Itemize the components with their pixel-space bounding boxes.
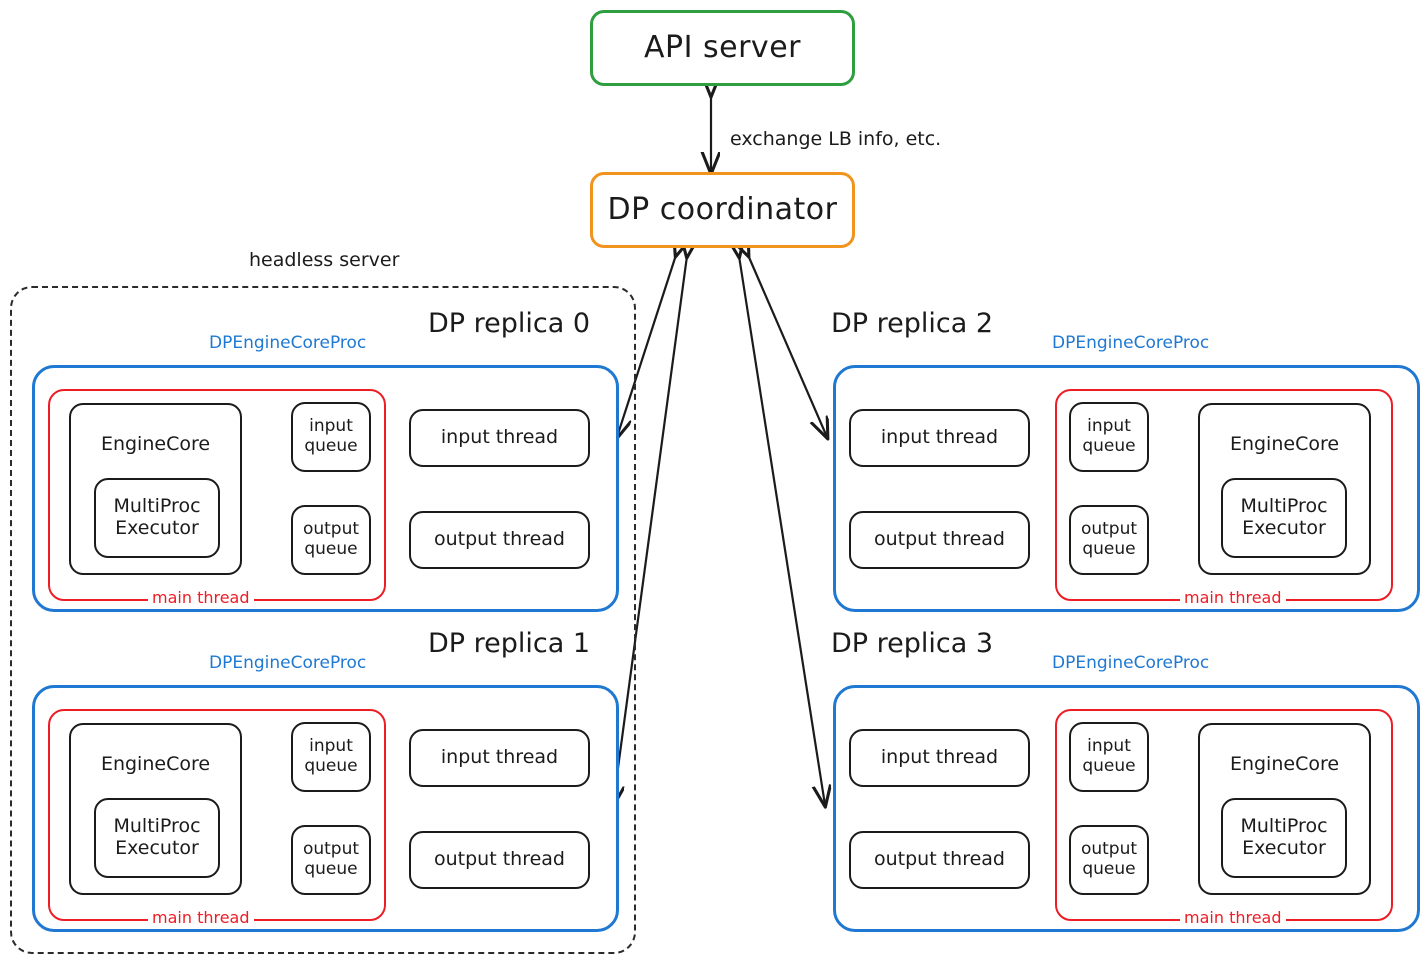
dp-replica-0-proc-label: DPEngineCoreProc xyxy=(209,333,367,353)
dp-replica-2-multiproc-executor-label: MultiProc Executor xyxy=(1240,495,1328,539)
dp-replica-0-input-queue-box[interactable]: input queue xyxy=(291,402,371,472)
dp-replica-1-input-thread-box[interactable]: input thread xyxy=(409,729,590,787)
dp-replica-3-main-thread-label: main thread xyxy=(1180,908,1286,927)
dp-replica-2-input-queue-label: input queue xyxy=(1082,416,1136,456)
dp-replica-3-multiproc-executor-label: MultiProc Executor xyxy=(1240,815,1328,859)
dp-replica-3-output-queue-label: output queue xyxy=(1080,839,1138,879)
dp-replica-1-input-queue-box[interactable]: input queue xyxy=(291,722,371,792)
headless-server-label: headless server xyxy=(249,249,400,271)
dp-replica-2-input-queue-box[interactable]: input queue xyxy=(1069,402,1149,472)
dp-replica-0-output-thread-label: output thread xyxy=(434,528,565,551)
dp-replica-0-input-thread-box[interactable]: input thread xyxy=(409,409,590,467)
dp-replica-3-input-queue-box[interactable]: input queue xyxy=(1069,722,1149,792)
dp-replica-0-input-queue-label: input queue xyxy=(304,416,358,456)
api-server-label: API server xyxy=(644,29,801,65)
dp-replica-3-input-thread-box[interactable]: input thread xyxy=(849,729,1030,787)
dp-replica-0-main-thread-label: main thread xyxy=(148,588,254,607)
dp-replica-1-output-thread-box[interactable]: output thread xyxy=(409,831,590,889)
dp-replica-2-output-queue-label: output queue xyxy=(1080,519,1138,559)
dp-replica-2-multiproc-executor-box[interactable]: MultiProc Executor xyxy=(1221,478,1347,558)
dp-replica-1-multiproc-executor-label: MultiProc Executor xyxy=(113,815,201,859)
dp-replica-2-main-thread-label: main thread xyxy=(1180,588,1286,607)
dp-replica-2-output-thread-box[interactable]: output thread xyxy=(849,511,1030,569)
dp-replica-1-proc-label: DPEngineCoreProc xyxy=(209,653,367,673)
dp-replica-1-output-queue-label: output queue xyxy=(302,839,360,879)
dp-replica-3-output-thread-label: output thread xyxy=(874,848,1005,871)
dp-replica-3-output-queue-box[interactable]: output queue xyxy=(1069,825,1149,895)
dp-replica-0-input-thread-label: input thread xyxy=(440,426,559,449)
dp-replica-2-output-queue-box[interactable]: output queue xyxy=(1069,505,1149,575)
dp-coordinator-label: DP coordinator xyxy=(607,191,838,227)
dp-replica-2-output-thread-label: output thread xyxy=(874,528,1005,551)
headless-server-boundary xyxy=(10,286,636,954)
dp-replica-1-input-queue-label: input queue xyxy=(304,736,358,776)
dp-replica-1-multiproc-executor-box[interactable]: MultiProc Executor xyxy=(94,798,220,878)
dp-replica-2-proc-label: DPEngineCoreProc xyxy=(1052,333,1210,353)
dp-replica-3-output-thread-box[interactable]: output thread xyxy=(849,831,1030,889)
dp-replica-3-proc-label: DPEngineCoreProc xyxy=(1052,653,1210,673)
arrow-coordinator-replica2 xyxy=(748,255,827,437)
dp-replica-0-enginecore-label: EngineCore xyxy=(100,433,211,455)
dp-replica-2-title: DP replica 2 xyxy=(831,308,994,339)
dp-replica-3-input-queue-label: input queue xyxy=(1082,736,1136,776)
dp-replica-0-output-queue-label: output queue xyxy=(302,519,360,559)
dp-replica-2-enginecore-label: EngineCore xyxy=(1229,433,1340,455)
dp-coordinator-box[interactable]: DP coordinator xyxy=(590,172,855,248)
arrow-coordinator-replica3 xyxy=(739,256,825,805)
dp-replica-3-multiproc-executor-box[interactable]: MultiProc Executor xyxy=(1221,798,1347,878)
dp-replica-0-output-thread-box[interactable]: output thread xyxy=(409,511,590,569)
api-server-box[interactable]: API server xyxy=(590,10,855,86)
dp-replica-1-title: DP replica 1 xyxy=(428,628,591,659)
dp-replica-0-multiproc-executor-label: MultiProc Executor xyxy=(113,495,201,539)
dp-replica-1-input-thread-label: input thread xyxy=(440,746,559,769)
dp-replica-1-main-thread-label: main thread xyxy=(148,908,254,927)
dp-replica-2-input-thread-box[interactable]: input thread xyxy=(849,409,1030,467)
dp-replica-2-input-thread-label: input thread xyxy=(880,426,999,449)
dp-replica-0-output-queue-box[interactable]: output queue xyxy=(291,505,371,575)
dp-replica-3-enginecore-label: EngineCore xyxy=(1229,753,1340,775)
dp-replica-0-multiproc-executor-box[interactable]: MultiProc Executor xyxy=(94,478,220,558)
dp-replica-1-enginecore-label: EngineCore xyxy=(100,753,211,775)
dp-replica-3-title: DP replica 3 xyxy=(831,628,994,659)
exchange-lb-info-label: exchange LB info, etc. xyxy=(730,128,942,150)
dp-replica-0-title: DP replica 0 xyxy=(428,308,591,339)
dp-replica-3-input-thread-label: input thread xyxy=(880,746,999,769)
dp-replica-1-output-thread-label: output thread xyxy=(434,848,565,871)
dp-replica-1-output-queue-box[interactable]: output queue xyxy=(291,825,371,895)
